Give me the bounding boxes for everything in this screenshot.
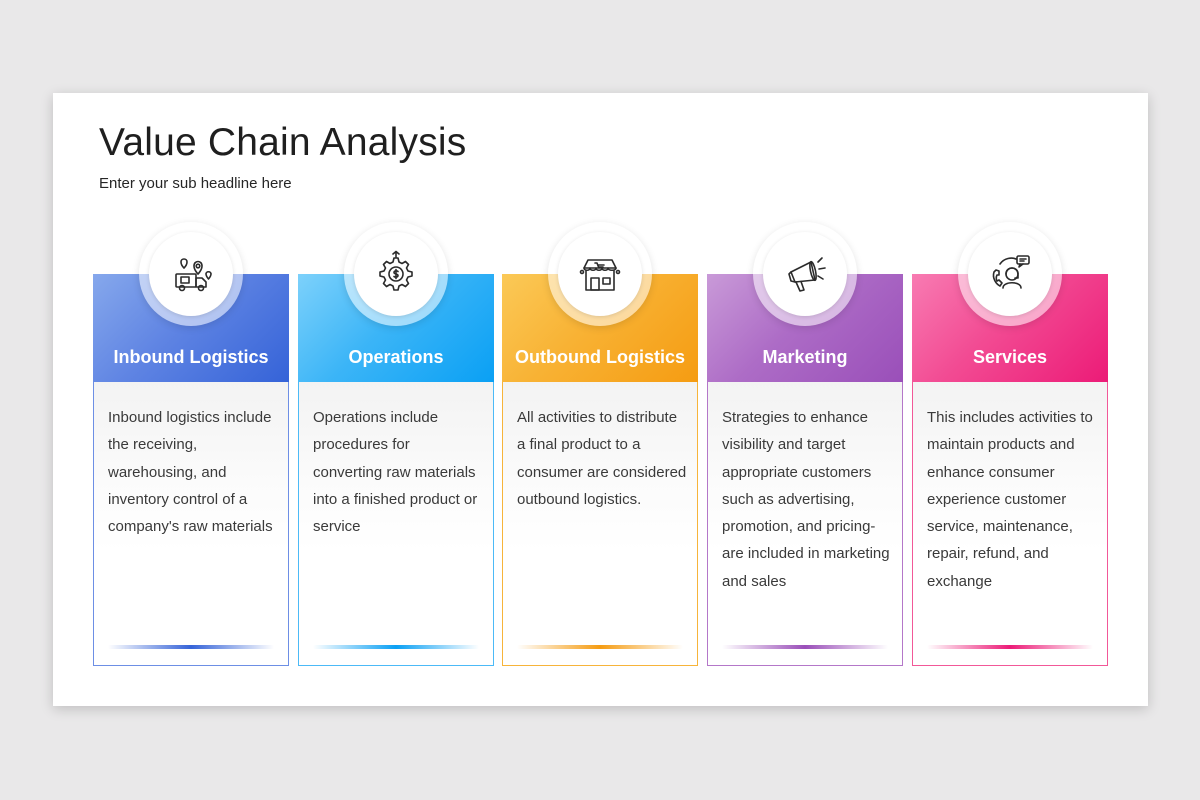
card-body: Inbound logistics include the receiving,… bbox=[93, 382, 289, 666]
card-title: Services bbox=[972, 347, 1048, 367]
card-outbound-logistics: Outbound Logistics All activities to dis… bbox=[502, 222, 698, 666]
customer-support-icon bbox=[992, 255, 1030, 289]
card-description: All activities to distribute a final pro… bbox=[517, 409, 687, 508]
card-title: Marketing bbox=[762, 347, 848, 367]
delivery-truck-location-icon bbox=[175, 258, 212, 292]
card-description: Strategies to enhance visibility and tar… bbox=[722, 409, 890, 590]
card-title: Operations bbox=[348, 347, 444, 367]
card-accent-line bbox=[108, 645, 274, 649]
card-accent-line bbox=[517, 645, 683, 649]
card-header: Services bbox=[912, 274, 1108, 382]
icon-badge bbox=[753, 222, 857, 326]
card-title: Outbound Logistics bbox=[515, 347, 685, 367]
gear-money-icon bbox=[379, 250, 413, 291]
icon-badge bbox=[139, 222, 243, 326]
card-description: Operations include procedures for conver… bbox=[313, 409, 478, 536]
card-title: Inbound Logistics bbox=[113, 347, 269, 367]
card-marketing: Marketing Strategies to enhance visibili… bbox=[707, 222, 903, 666]
card-accent-line bbox=[927, 645, 1093, 649]
storefront-icon bbox=[579, 259, 621, 291]
card-accent-line bbox=[313, 645, 479, 649]
card-description: This includes activities to maintain pro… bbox=[927, 409, 1093, 590]
card-body: All activities to distribute a final pro… bbox=[502, 382, 698, 666]
card-accent-line bbox=[722, 645, 888, 649]
card-services: Services This includes activities to mai… bbox=[912, 222, 1108, 666]
card-body: Operations include procedures for conver… bbox=[298, 382, 494, 666]
slide: Value Chain Analysis Enter your sub head… bbox=[53, 93, 1148, 706]
megaphone-icon bbox=[788, 257, 826, 292]
card-body: Strategies to enhance visibility and tar… bbox=[707, 382, 903, 666]
page-subtitle: Enter your sub headline here bbox=[99, 175, 292, 192]
card-inbound-logistics: Inbound Logistics Inbound logistics incl… bbox=[93, 222, 289, 666]
icon-badge bbox=[344, 222, 448, 326]
card-body: This includes activities to maintain pro… bbox=[912, 382, 1108, 666]
card-description: Inbound logistics include the receiving,… bbox=[108, 409, 273, 536]
icon-badge bbox=[548, 222, 652, 326]
icon-badge bbox=[958, 222, 1062, 326]
page-title: Value Chain Analysis bbox=[99, 121, 467, 164]
card-operations: Operations Operations include procedures… bbox=[298, 222, 494, 666]
